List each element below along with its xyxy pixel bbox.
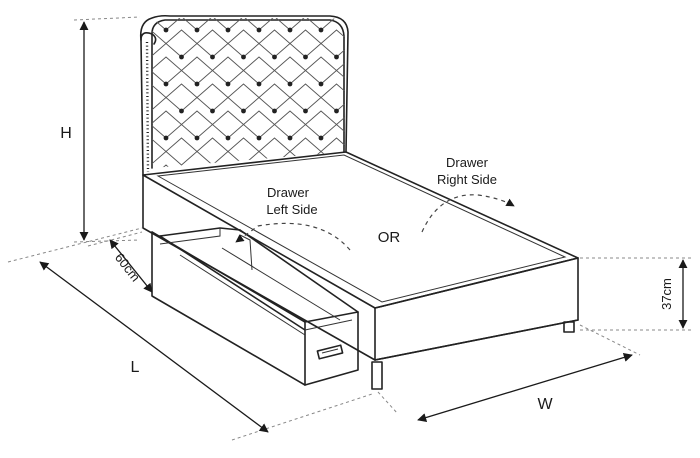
tuft-button — [225, 135, 231, 141]
drawer-right-line2: Right Side — [437, 172, 497, 187]
drawer-handle — [316, 344, 344, 360]
dimension-drawer-depth: 60cm — [87, 231, 153, 293]
tuft-button — [303, 108, 308, 114]
tuft-button — [194, 81, 200, 87]
tuft-button — [303, 54, 308, 60]
dimension-base-height: 37cm — [580, 257, 692, 331]
tuft-button — [318, 135, 324, 141]
tuft-button — [334, 108, 339, 114]
tuft-button — [272, 108, 277, 114]
tuft-button — [163, 135, 169, 141]
dimension-width: W — [377, 324, 641, 422]
tuft-button — [225, 81, 231, 87]
tuft-button — [287, 135, 293, 141]
drawer-depth-label: 60cm — [112, 250, 143, 284]
tuft-button — [287, 81, 293, 87]
drawer-left-line2: Left Side — [266, 202, 317, 217]
tuft-button — [256, 27, 262, 33]
bed-base — [142, 151, 579, 390]
drawer-right-line1: Drawer — [446, 155, 489, 170]
length-label: L — [131, 359, 140, 376]
drawer-left-arrow — [235, 222, 351, 251]
drawer — [151, 227, 359, 386]
tuft-button — [163, 27, 169, 33]
dimension-height: H — [60, 16, 141, 243]
tuft-button — [241, 108, 246, 114]
tuft-button — [287, 27, 293, 33]
front-right-foot — [563, 321, 575, 333]
tuft-button — [179, 54, 184, 60]
tuft-button — [194, 27, 200, 33]
drawer-left-line1: Drawer — [267, 185, 310, 200]
drawer-options: Drawer Left Side Drawer Right Side OR — [235, 155, 515, 251]
dimension-length: L — [7, 227, 373, 441]
tuft-button — [256, 81, 262, 87]
height-label: H — [60, 125, 72, 142]
tuft-button — [256, 135, 262, 141]
front-left-foot — [371, 361, 383, 390]
tuft-button — [210, 54, 215, 60]
tuft-button — [179, 108, 184, 114]
tuft-button — [318, 81, 324, 87]
tuft-button — [334, 54, 339, 60]
width-label: W — [537, 396, 553, 413]
tuft-button — [241, 54, 246, 60]
tuft-button — [163, 81, 169, 87]
tuft-button — [318, 27, 324, 33]
drawer-right-arrow — [421, 194, 515, 233]
tuft-button — [210, 108, 215, 114]
base-height-label: 37cm — [659, 278, 674, 310]
tuft-button — [225, 27, 231, 33]
or-label: OR — [378, 229, 401, 246]
tuft-button — [272, 54, 277, 60]
tuft-button — [194, 135, 200, 141]
